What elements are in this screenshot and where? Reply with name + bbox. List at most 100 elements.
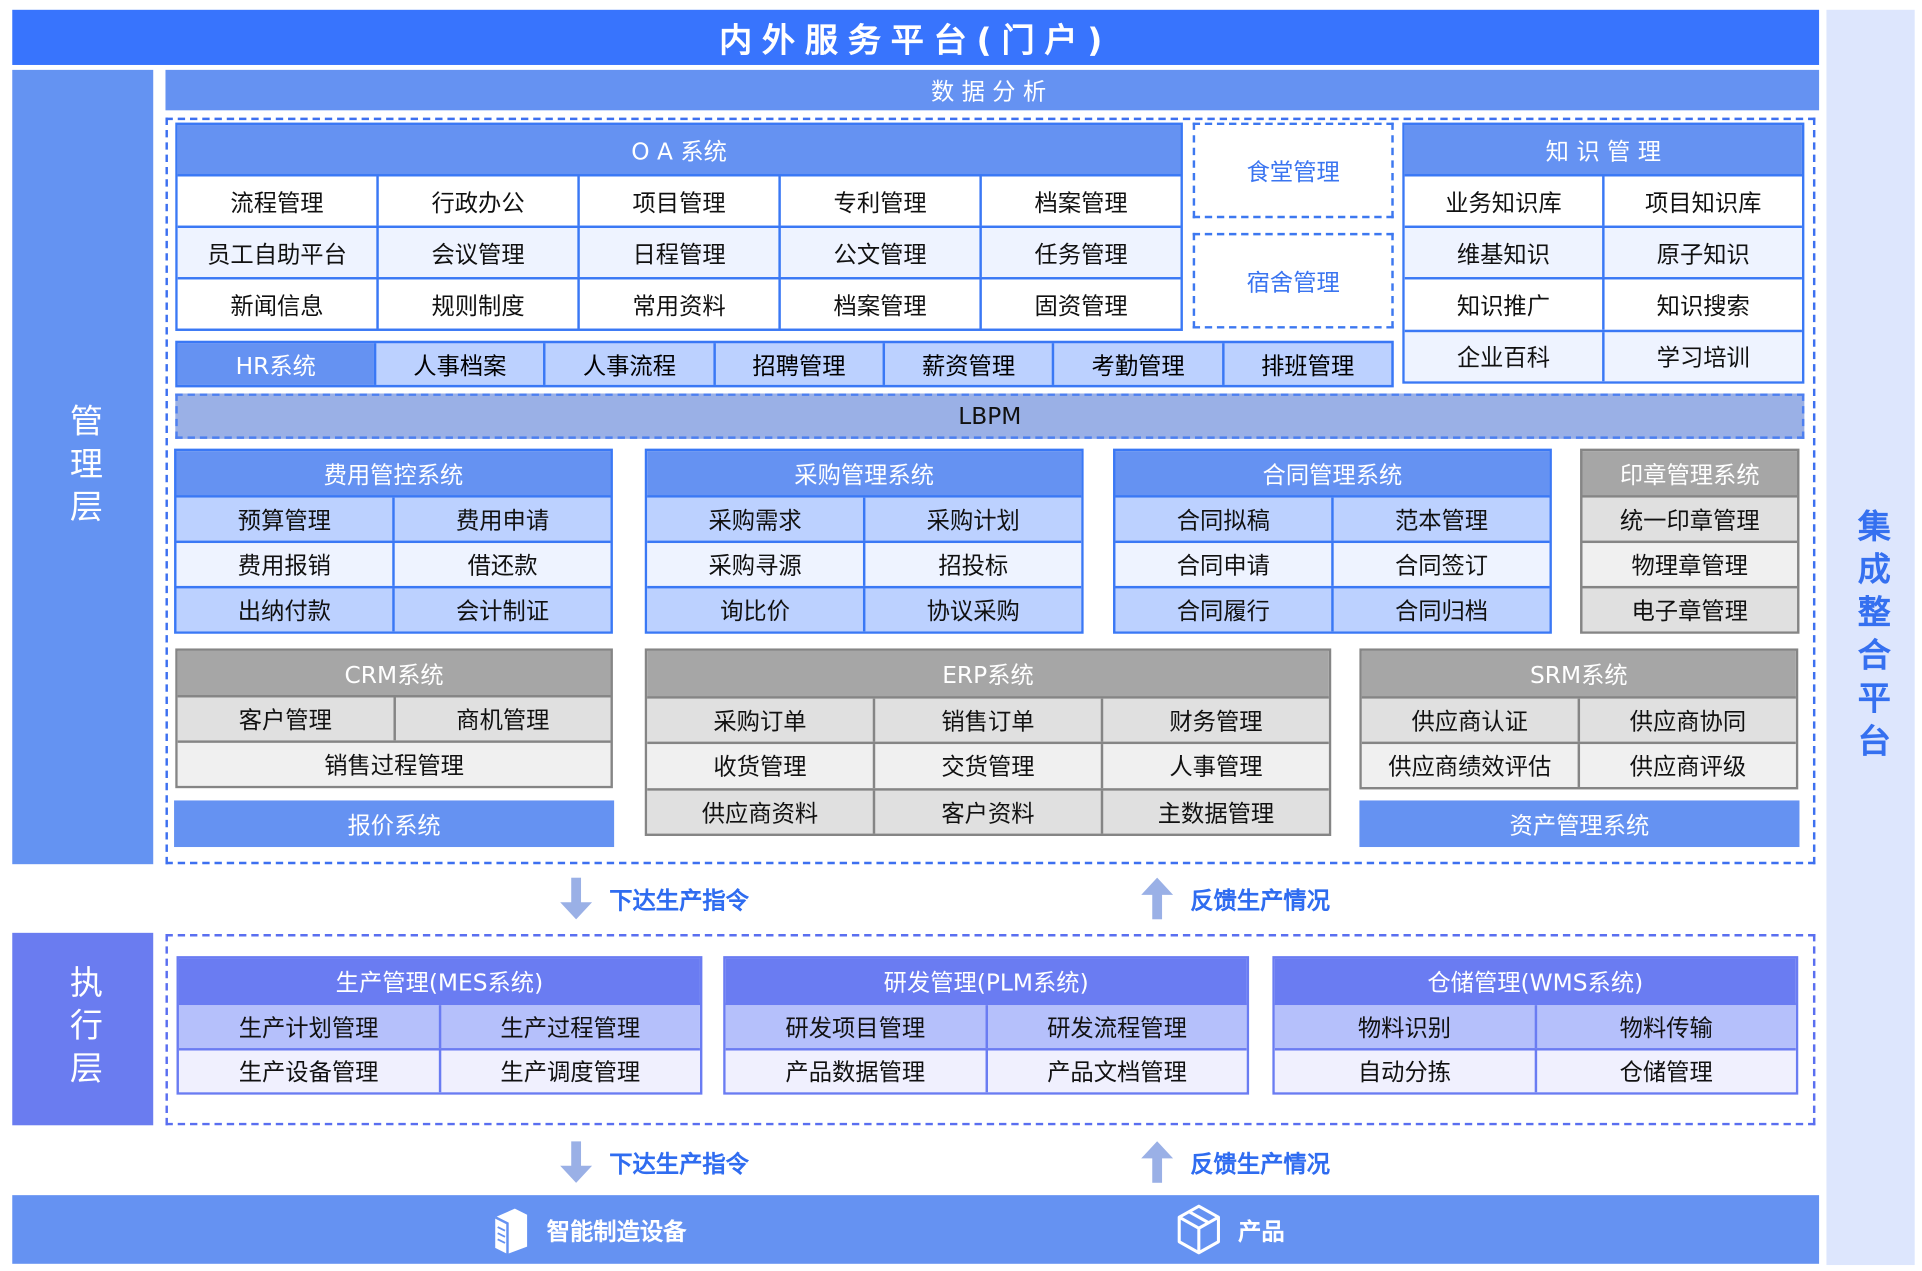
plm-system-item[interactable]: 产品文档管理 <box>984 1049 1247 1093</box>
crm-system-item[interactable]: 销售过程管理 <box>324 752 464 780</box>
oa-system-item[interactable]: 档案管理 <box>778 279 979 329</box>
purchase-management-system-header[interactable]: 采购管理系统 <box>647 451 1082 498</box>
erp-system-item[interactable]: 财务管理 <box>1100 698 1329 743</box>
expense-control-system-row: 出纳付款 会计制证 <box>176 586 611 632</box>
erp-system-item[interactable]: 客户资料 <box>872 790 1101 834</box>
srm-system-item[interactable]: 供应商绩效评估 <box>1388 753 1552 781</box>
contract-management-system-header[interactable]: 合同管理系统 <box>1115 451 1550 498</box>
srm-system-row: 供应商认证 供应商协同 <box>1361 698 1796 742</box>
erp-system-item[interactable]: 收货管理 <box>713 754 807 782</box>
contract-management-system-item[interactable]: 合同拟稿 <box>1176 507 1270 535</box>
knowledge-management-header[interactable]: 知 识 管 理 <box>1404 125 1802 177</box>
hr-item[interactable]: 人事流程 <box>543 343 713 385</box>
srm-system-item[interactable]: 供应商评级 <box>1577 744 1796 787</box>
expense-control-system-item[interactable]: 会计制证 <box>392 588 610 632</box>
expense-control-system-item[interactable]: 出纳付款 <box>237 598 331 626</box>
hr-item[interactable]: 考勤管理 <box>1052 343 1222 385</box>
crm-system-item[interactable]: 商机管理 <box>392 697 611 741</box>
dorm-management[interactable]: 宿舍管理 <box>1192 232 1394 329</box>
oa-system-item[interactable]: 公文管理 <box>778 228 979 278</box>
crm-system-header[interactable]: CRM系统 <box>177 650 611 698</box>
oa-system-item[interactable]: 会议管理 <box>376 228 577 278</box>
plm-system-item[interactable]: 产品数据管理 <box>785 1059 926 1087</box>
oa-system-item[interactable]: 规则制度 <box>376 279 577 329</box>
oa-system-header[interactable]: O A 系统 <box>177 125 1181 177</box>
expense-control-system-item[interactable]: 预算管理 <box>237 507 331 535</box>
purchase-management-system-item[interactable]: 采购寻源 <box>708 552 802 580</box>
contract-management-system-item[interactable]: 范本管理 <box>1331 497 1549 541</box>
wms-system-item[interactable]: 物料传输 <box>1534 1005 1796 1048</box>
hr-item[interactable]: 薪资管理 <box>882 343 1053 385</box>
purchase-management-system-item[interactable]: 询比价 <box>720 598 791 626</box>
knowledge-management-item[interactable]: 学习培训 <box>1602 331 1802 381</box>
product-item[interactable]: 产品 <box>1174 1195 1285 1264</box>
oa-system-item[interactable]: 固资管理 <box>979 279 1180 329</box>
lbpm-bar[interactable]: LBPM <box>175 393 1805 439</box>
erp-system-item[interactable]: 人事管理 <box>1100 744 1329 788</box>
expense-control-system-item[interactable]: 借还款 <box>392 543 610 587</box>
expense-control-system-header[interactable]: 费用管控系统 <box>176 451 611 498</box>
plm-system-item[interactable]: 研发项目管理 <box>785 1014 926 1042</box>
oa-system-item[interactable]: 专利管理 <box>778 176 979 226</box>
knowledge-management-item[interactable]: 项目知识库 <box>1602 176 1802 226</box>
seal-management-system-item[interactable]: 统一印章管理 <box>1619 507 1760 535</box>
seal-management-system-header[interactable]: 印章管理系统 <box>1582 451 1798 498</box>
hr-item[interactable]: 排班管理 <box>1221 343 1392 385</box>
hr-item[interactable]: 人事档案 <box>373 343 544 385</box>
purchase-management-system-item[interactable]: 采购计划 <box>862 497 1081 541</box>
oa-system-item[interactable]: 流程管理 <box>230 189 324 217</box>
seal-management-system-item[interactable]: 电子章管理 <box>1631 598 1748 626</box>
hr-item[interactable]: 招聘管理 <box>712 343 883 385</box>
contract-management-system-item[interactable]: 合同履行 <box>1176 598 1270 626</box>
asset-management-system[interactable]: 资产管理系统 <box>1359 800 1800 848</box>
srm-system-item[interactable]: 供应商协同 <box>1577 698 1796 742</box>
purchase-management-system-item[interactable]: 招投标 <box>862 543 1081 587</box>
oa-system-item[interactable]: 任务管理 <box>979 228 1180 278</box>
purchase-management-system-item[interactable]: 采购需求 <box>708 507 802 535</box>
equipment-item[interactable]: 智能制造设备 <box>490 1195 686 1264</box>
srm-system-header[interactable]: SRM系统 <box>1361 650 1796 699</box>
erp-system-item[interactable]: 交货管理 <box>872 744 1101 788</box>
oa-system-item[interactable]: 日程管理 <box>577 228 778 278</box>
mes-system-item[interactable]: 生产过程管理 <box>438 1005 700 1048</box>
plm-system-header[interactable]: 研发管理(PLM系统) <box>725 958 1247 1006</box>
erp-system-item[interactable]: 供应商资料 <box>701 800 819 828</box>
crm-system-item[interactable]: 客户管理 <box>238 707 332 735</box>
wms-system-header[interactable]: 仓储管理(WMS系统) <box>1274 958 1796 1006</box>
contract-management-system-item[interactable]: 合同申请 <box>1176 552 1270 580</box>
knowledge-management-item[interactable]: 企业百科 <box>1456 344 1551 372</box>
purchase-management-system-item[interactable]: 协议采购 <box>862 588 1081 632</box>
knowledge-management-item[interactable]: 原子知识 <box>1602 228 1802 278</box>
wms-system-item[interactable]: 自动分拣 <box>1357 1059 1452 1087</box>
oa-system-item[interactable]: 行政办公 <box>376 176 577 226</box>
wms-system-item[interactable]: 物料识别 <box>1357 1014 1452 1042</box>
knowledge-management-item[interactable]: 知识推广 <box>1456 292 1551 320</box>
oa-system-item[interactable]: 员工自助平台 <box>207 240 347 268</box>
plm-system-item[interactable]: 研发流程管理 <box>984 1005 1247 1048</box>
erp-system-item[interactable]: 销售订单 <box>872 698 1101 743</box>
mes-system-item[interactable]: 生产设备管理 <box>238 1059 379 1087</box>
wms-system-item[interactable]: 仓储管理 <box>1534 1049 1796 1093</box>
seal-management-system-item[interactable]: 物理章管理 <box>1631 552 1748 580</box>
erp-system-item[interactable]: 采购订单 <box>713 708 807 736</box>
mes-system-item[interactable]: 生产调度管理 <box>438 1049 700 1093</box>
oa-system-item[interactable]: 新闻信息 <box>230 292 324 320</box>
srm-system-item[interactable]: 供应商认证 <box>1411 708 1528 736</box>
contract-management-system-item[interactable]: 合同签订 <box>1331 543 1549 587</box>
contract-management-system-item[interactable]: 合同归档 <box>1331 588 1549 632</box>
mes-system-header[interactable]: 生产管理(MES系统) <box>178 958 700 1006</box>
expense-control-system-item[interactable]: 费用申请 <box>392 497 610 541</box>
erp-system-item[interactable]: 主数据管理 <box>1100 790 1329 834</box>
knowledge-management-item[interactable]: 知识搜索 <box>1602 279 1802 330</box>
oa-system-item[interactable]: 常用资料 <box>577 279 778 329</box>
mes-system-item[interactable]: 生产计划管理 <box>238 1014 379 1042</box>
knowledge-management-item[interactable]: 业务知识库 <box>1445 189 1562 217</box>
oa-system-item[interactable]: 项目管理 <box>577 176 778 226</box>
expense-control-system-item[interactable]: 费用报销 <box>237 552 331 580</box>
erp-system-header[interactable]: ERP系统 <box>647 650 1329 699</box>
canteen-management[interactable]: 食堂管理 <box>1192 122 1394 219</box>
quote-system[interactable]: 报价系统 <box>174 800 615 848</box>
hr-system-label[interactable]: HR系统 <box>177 343 374 385</box>
knowledge-management-item[interactable]: 维基知识 <box>1456 241 1551 269</box>
oa-system-item[interactable]: 档案管理 <box>979 176 1180 226</box>
